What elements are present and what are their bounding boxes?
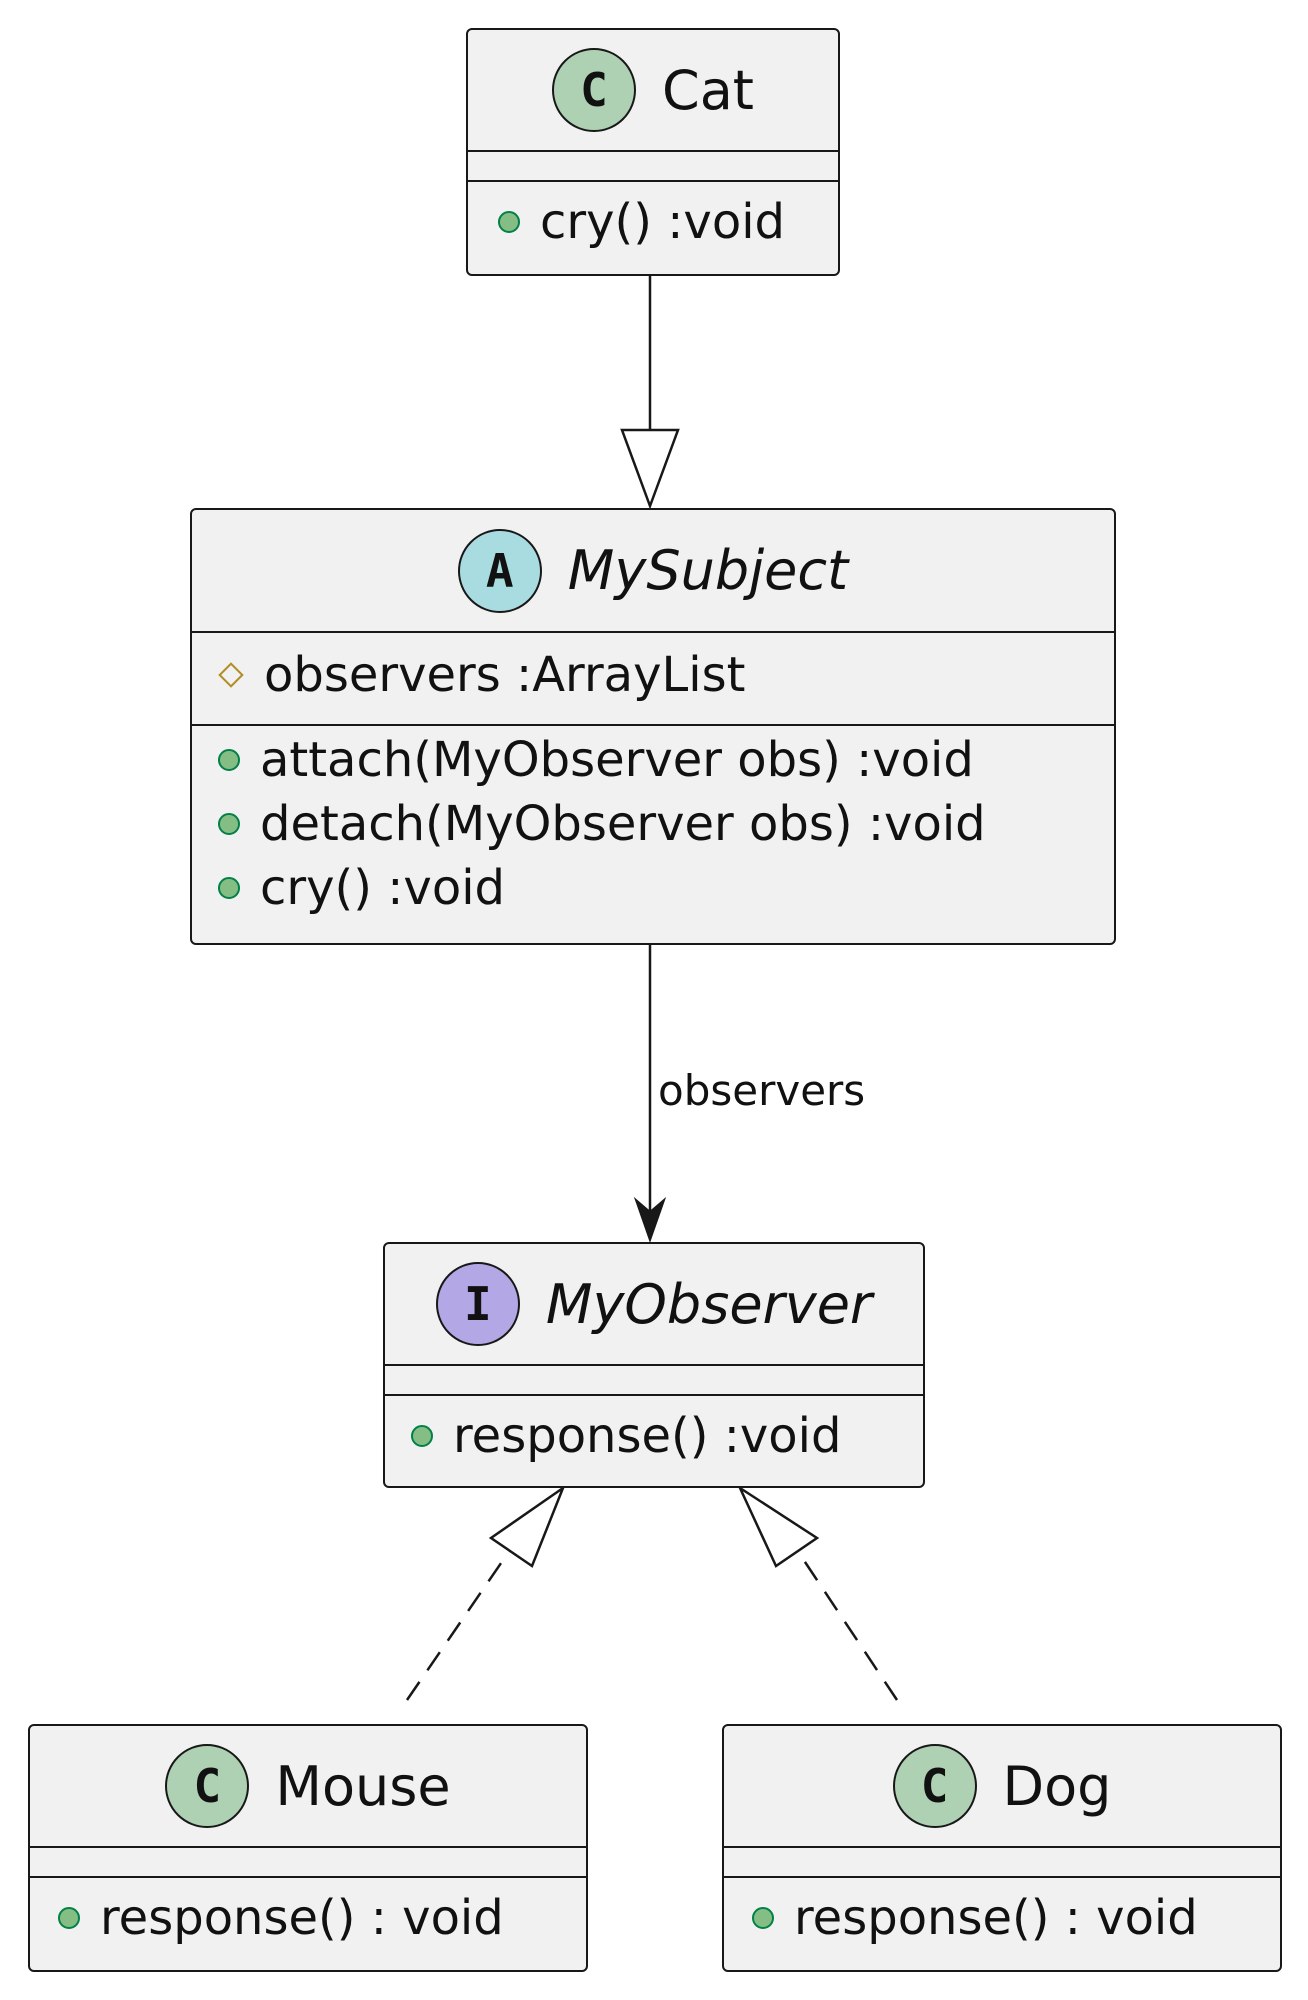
method-item: response() : void xyxy=(58,1886,586,1950)
protected-visibility-icon xyxy=(218,662,244,688)
methods-section: attach(MyObserver obs) :void detach(MyOb… xyxy=(192,726,1114,920)
association-label: observers xyxy=(658,1066,866,1115)
class-name: Cat xyxy=(662,58,754,122)
class-stereotype-icon: C xyxy=(552,48,637,132)
class-cat[interactable]: C Cat cry() :void xyxy=(466,28,840,276)
public-visibility-icon xyxy=(218,813,240,835)
observers-association-edge xyxy=(633,945,667,1244)
method-signature: cry() :void xyxy=(260,860,505,916)
field-item: observers :ArrayList xyxy=(218,643,1114,707)
method-item: attach(MyObserver obs) :void xyxy=(218,728,1114,792)
method-signature: attach(MyObserver obs) :void xyxy=(260,732,974,788)
mouse-implements-myobserver-edge xyxy=(405,1484,566,1701)
class-header: I MyObserver xyxy=(385,1244,923,1366)
class-name: Dog xyxy=(1002,1754,1112,1818)
class-name: Mouse xyxy=(275,1754,451,1818)
public-visibility-icon xyxy=(218,877,240,899)
public-visibility-icon xyxy=(498,211,520,233)
class-mouse[interactable]: C Mouse response() : void xyxy=(28,1724,588,1972)
method-signature: response() : void xyxy=(100,1890,504,1946)
class-dog[interactable]: C Dog response() : void xyxy=(722,1724,1282,1972)
class-header: C Cat xyxy=(468,30,838,152)
methods-section: cry() :void xyxy=(468,182,838,254)
method-signature: cry() :void xyxy=(540,194,785,250)
class-name: MyObserver xyxy=(545,1272,873,1336)
method-item: detach(MyObserver obs) :void xyxy=(218,792,1114,856)
class-stereotype-icon: C xyxy=(892,1744,977,1828)
class-stereotype-icon: C xyxy=(165,1744,250,1828)
fields-section xyxy=(385,1366,923,1396)
interface-stereotype-icon: I xyxy=(435,1262,520,1346)
public-visibility-icon xyxy=(58,1907,80,1929)
method-item: cry() :void xyxy=(218,856,1114,920)
fields-section xyxy=(468,152,838,182)
interface-myobserver[interactable]: I MyObserver response() :void xyxy=(383,1242,925,1488)
method-item: cry() :void xyxy=(498,190,838,254)
method-item: response() :void xyxy=(411,1404,923,1468)
public-visibility-icon xyxy=(411,1425,433,1447)
class-header: C Mouse xyxy=(30,1726,586,1848)
method-signature: detach(MyObserver obs) :void xyxy=(260,796,986,852)
method-signature: response() : void xyxy=(794,1890,1198,1946)
field-signature: observers :ArrayList xyxy=(264,647,746,703)
public-visibility-icon xyxy=(218,749,240,771)
methods-section: response() :void xyxy=(385,1396,923,1468)
cat-extends-mysubject-edge xyxy=(620,276,680,510)
method-signature: response() :void xyxy=(453,1408,842,1464)
fields-section xyxy=(30,1848,586,1878)
abstract-stereotype-icon: A xyxy=(457,528,542,613)
fields-section xyxy=(724,1848,1280,1878)
class-name: MySubject xyxy=(567,539,849,602)
class-header: C Dog xyxy=(724,1726,1280,1848)
methods-section: response() : void xyxy=(724,1878,1280,1950)
dog-implements-myobserver-edge xyxy=(737,1484,899,1701)
fields-section: observers :ArrayList xyxy=(192,633,1114,726)
class-header: A MySubject xyxy=(192,510,1114,633)
class-mysubject[interactable]: A MySubject observers :ArrayList attach(… xyxy=(190,508,1116,945)
method-item: response() : void xyxy=(752,1886,1280,1950)
public-visibility-icon xyxy=(752,1907,774,1929)
methods-section: response() : void xyxy=(30,1878,586,1950)
